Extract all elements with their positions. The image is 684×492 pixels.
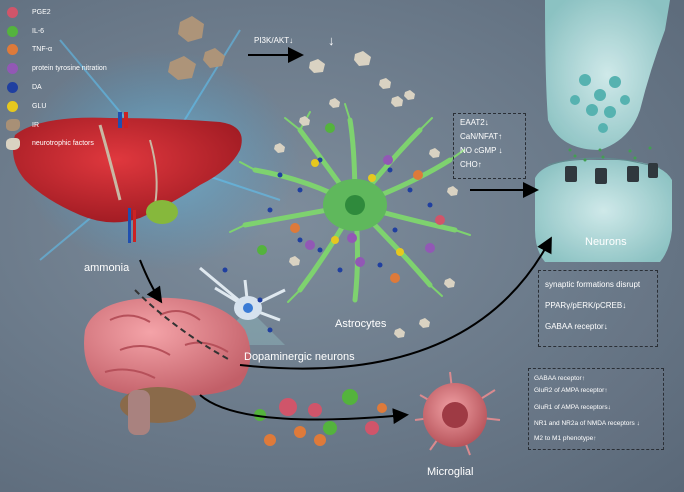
legend-label: neurotrophic factors <box>32 140 94 148</box>
legend-item: IL-6 <box>6 22 136 41</box>
micro-effect: GluR2 of AMPA receptor↑ <box>534 387 608 394</box>
astrocytes-label: Astrocytes <box>335 318 387 330</box>
dopa-effect: GABAA receptor↓ <box>545 322 608 331</box>
astrocyte-effects-box: EAAT2↓ CaN/NFAT↑ NO cGMP ↓ CHO↑ <box>453 113 526 179</box>
legend-label: protein tyrosine nitration <box>32 65 107 73</box>
astro-effect: EAAT2↓ <box>460 118 489 127</box>
micro-effect: GABAA receptor↑ <box>534 375 585 382</box>
legend-label: GLU <box>32 102 47 110</box>
legend-item: protein tyrosine nitration <box>6 59 136 78</box>
arrows <box>134 47 552 425</box>
neurons-label: Neurons <box>585 236 627 248</box>
legend-label: PGE2 <box>32 8 51 16</box>
dopa-effect: synaptic formations disrupt <box>545 280 641 289</box>
legend-item: DA <box>6 78 136 97</box>
legend-swatch-icon <box>6 119 20 132</box>
ammonia-label: ammonia <box>84 262 130 274</box>
dopa-effect: PPARγ/pERK/pCREB↓ <box>545 301 627 310</box>
legend-label: IL-6 <box>32 27 45 35</box>
legend-item: IR <box>6 116 136 135</box>
pi3k-akt-label: PI3K/AKT↓ <box>254 36 294 45</box>
molecules <box>222 123 445 333</box>
legend-swatch-icon <box>7 6 18 18</box>
legend-item: neurotrophic factors <box>6 135 136 154</box>
micro-effect: GluR1 of AMPA receptors↓ <box>534 404 611 411</box>
legend-swatch-icon <box>6 137 20 150</box>
cytokine-stream <box>254 389 387 446</box>
astro-effect: CHO↑ <box>460 160 482 169</box>
legend-item: TNF-α <box>6 41 136 60</box>
legend-swatch-icon <box>7 63 18 75</box>
dopaminergic-effects-box: synaptic formations disrupt PPARγ/pERK/p… <box>538 270 658 347</box>
astro-effect: CaN/NFAT↑ <box>460 132 503 141</box>
dopaminergic-neurons-label: Dopaminergic neurons <box>244 351 355 363</box>
ir-rocks <box>168 16 225 80</box>
legend-swatch-icon <box>7 82 18 94</box>
legend-swatch-icon <box>7 44 18 56</box>
neurotrophic-rocks <box>274 51 458 338</box>
legend-label: TNF-α <box>32 46 52 54</box>
down-arrow-icon: ↓ <box>328 33 335 48</box>
legend-item: GLU <box>6 97 136 116</box>
brain-image <box>84 297 251 435</box>
synapse-image <box>535 0 672 262</box>
microglial-label: Microglial <box>427 466 474 478</box>
microglia-image <box>414 371 501 456</box>
legend-label: IR <box>32 121 39 129</box>
micro-effect: M2 to M1 phenotype↑ <box>534 435 597 442</box>
legend-swatch-icon <box>7 25 18 37</box>
legend-swatch-icon <box>7 100 18 112</box>
legend-item: PGE2 <box>6 3 136 22</box>
micro-effect: NR1 and NR2a of NMDA receptors ↓ <box>534 420 640 427</box>
microglia-effects-box: GABAA receptor↑ GluR2 of AMPA receptor↑ … <box>528 368 664 450</box>
liver-image <box>12 112 242 243</box>
astro-effect: NO cGMP ↓ <box>460 146 503 155</box>
legend-label: DA <box>32 84 42 92</box>
